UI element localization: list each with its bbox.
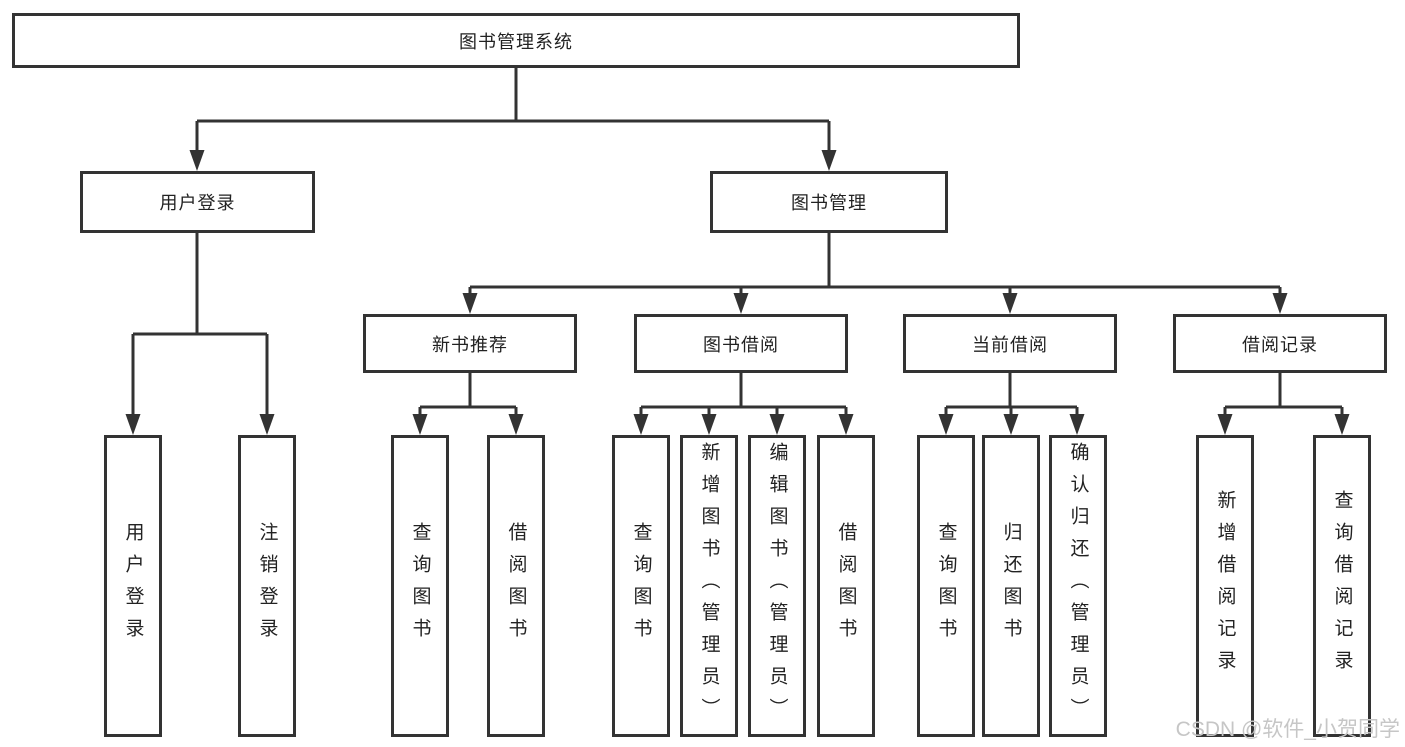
leaf-borrow-book: 借阅图书 <box>487 435 545 737</box>
node-borrow-records: 借阅记录 <box>1173 314 1387 373</box>
node-new-book-recommend-label: 新书推荐 <box>432 334 508 355</box>
leaf-query-book-label: 查询图书 <box>630 522 652 650</box>
node-root: 图书管理系统 <box>12 13 1020 68</box>
node-user-login-label: 用户登录 <box>159 193 236 213</box>
leaf-borrow-book-label: 借阅图书 <box>505 522 527 650</box>
leaf-add-book-admin-label: 新增图书（管理员） <box>698 442 720 730</box>
node-book-borrow: 图书借阅 <box>634 314 848 373</box>
leaf-confirm-return-admin: 确认归还（管理员） <box>1049 435 1107 737</box>
node-book-borrow-label: 图书借阅 <box>703 334 779 355</box>
leaf-query-book: 查询图书 <box>917 435 975 737</box>
leaf-query-book-label: 查询图书 <box>409 522 431 650</box>
node-current-borrow-label: 当前借阅 <box>972 334 1048 355</box>
node-borrow-records-label: 借阅记录 <box>1242 334 1318 355</box>
node-book-management-label: 图书管理 <box>791 193 867 213</box>
leaf-query-book: 查询图书 <box>391 435 449 737</box>
leaf-add-borrow-record-label: 新增借阅记录 <box>1214 490 1236 682</box>
leaf-borrow-book: 借阅图书 <box>817 435 875 737</box>
leaf-borrow-book-label: 借阅图书 <box>835 522 857 650</box>
leaf-user-login-label: 用户登录 <box>122 522 144 650</box>
leaf-add-borrow-record: 新增借阅记录 <box>1196 435 1254 737</box>
leaf-query-borrow-record: 查询借阅记录 <box>1313 435 1371 737</box>
node-current-borrow: 当前借阅 <box>903 314 1117 373</box>
node-new-book-recommend: 新书推荐 <box>363 314 577 373</box>
node-book-management: 图书管理 <box>710 171 948 233</box>
leaf-return-book: 归还图书 <box>982 435 1040 737</box>
leaf-edit-book-admin-label: 编辑图书（管理员） <box>766 442 788 730</box>
leaf-query-borrow-record-label: 查询借阅记录 <box>1331 490 1353 682</box>
leaf-edit-book-admin: 编辑图书（管理员） <box>748 435 806 737</box>
node-user-login: 用户登录 <box>80 171 315 233</box>
leaf-add-book-admin: 新增图书（管理员） <box>680 435 738 737</box>
node-root-label: 图书管理系统 <box>459 31 573 52</box>
leaf-query-book-label: 查询图书 <box>935 522 957 650</box>
leaf-logout: 注销登录 <box>238 435 296 737</box>
leaf-logout-label: 注销登录 <box>256 522 278 650</box>
leaf-user-login: 用户登录 <box>104 435 162 737</box>
leaf-query-book: 查询图书 <box>612 435 670 737</box>
leaf-return-book-label: 归还图书 <box>1000 522 1022 650</box>
csdn-watermark: CSDN @软件_小贺同学 <box>1175 718 1400 741</box>
leaf-confirm-return-admin-label: 确认归还（管理员） <box>1067 442 1089 730</box>
